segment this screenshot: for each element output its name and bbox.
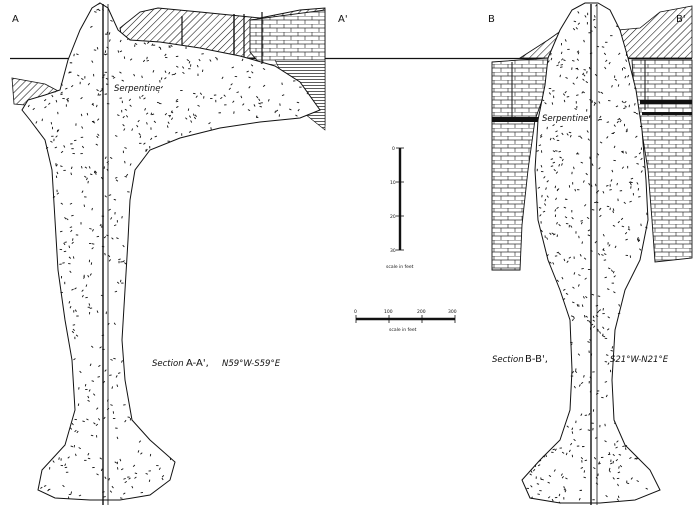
caption-section-b-id: B-B', bbox=[525, 354, 548, 365]
hscale-label: scale in feet bbox=[389, 327, 417, 333]
section-a-a-prime bbox=[12, 3, 325, 505]
label-a-prime: A' bbox=[338, 14, 348, 25]
vscale-tick-30: 30 bbox=[390, 248, 396, 254]
vscale-label: scale in feet bbox=[386, 264, 414, 270]
caption-section-a-prefix: Section bbox=[152, 359, 184, 369]
hscale-tick-100: 100 bbox=[384, 309, 393, 315]
hscale-tick-0: 0 bbox=[354, 309, 357, 315]
vscale-tick-0: 0 bbox=[392, 146, 395, 152]
label-a: A bbox=[12, 14, 19, 25]
caption-section-b-prefix: Section bbox=[492, 355, 524, 365]
label-serpentine-right: Serpentine bbox=[542, 114, 588, 124]
section-b-b-prime bbox=[492, 3, 692, 505]
vertical-scale-bar: 0 10 20 30 scale in feet bbox=[386, 146, 414, 270]
hscale-tick-200: 200 bbox=[417, 309, 426, 315]
caption-section-a-bearing: N59°W-S59°E bbox=[222, 359, 281, 369]
label-serpentine-left: Serpentine bbox=[114, 84, 160, 94]
caption-section-a-id: A-A', bbox=[186, 358, 209, 369]
label-b-prime: B' bbox=[676, 14, 686, 25]
hscale-tick-300: 300 bbox=[448, 309, 457, 315]
serpentine-body-left bbox=[22, 3, 320, 500]
horizontal-scale-bar: 0 100 200 300 scale in feet bbox=[354, 309, 457, 333]
vscale-tick-20: 20 bbox=[390, 214, 396, 220]
label-b: B bbox=[488, 14, 495, 25]
vscale-tick-10: 10 bbox=[390, 180, 396, 186]
caption-section-b-bearing: S21°W-N21°E bbox=[610, 355, 669, 365]
